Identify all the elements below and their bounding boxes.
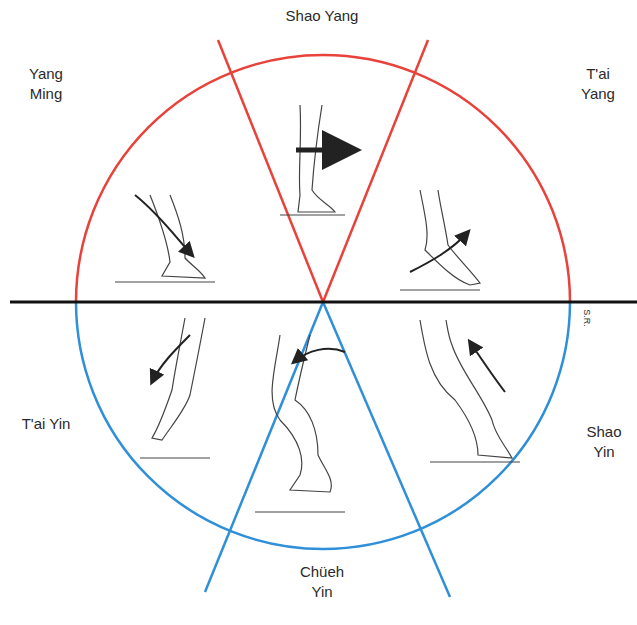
horizon-line (10, 301, 637, 304)
sector-label: Shao Yang (252, 6, 392, 26)
sector-line (323, 302, 450, 597)
leg-sketches (115, 105, 520, 512)
sector-line (218, 40, 323, 302)
yin-arc (76, 302, 570, 549)
yang-arc (76, 55, 570, 302)
motion-arrows (135, 150, 505, 392)
sector-line (205, 302, 323, 592)
sector-label: Yang Ming (21, 64, 71, 104)
sector-label: Shao Yin (579, 422, 629, 462)
artist-signature: S.R. (581, 303, 593, 333)
sector-label: Chüeh Yin (292, 562, 352, 602)
sector-label: T'ai Yang (573, 64, 623, 104)
sector-label: T'ai Yin (21, 414, 71, 434)
sector-line (323, 40, 428, 302)
